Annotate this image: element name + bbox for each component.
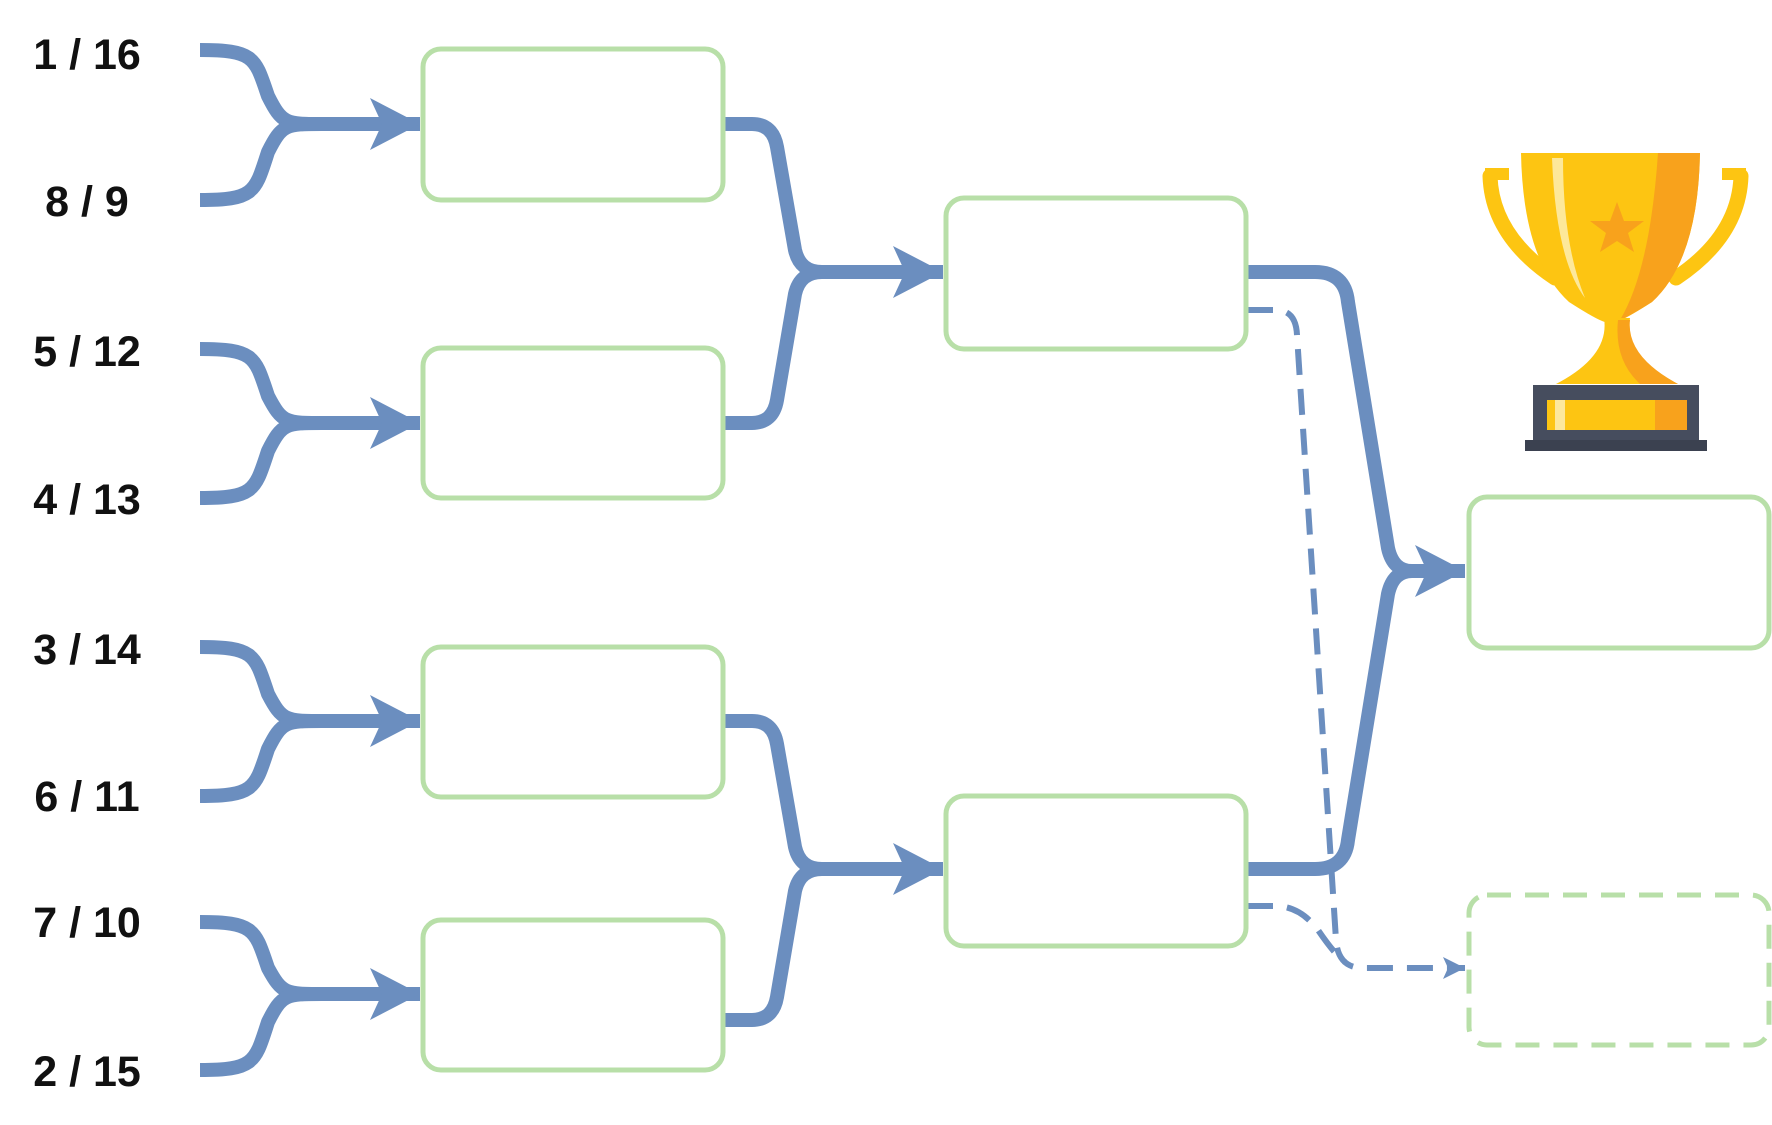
connector-seed-4-13 — [199, 416, 323, 505]
seed-label-7-10: 7 / 10 — [33, 899, 141, 947]
trophy-base-foot — [1525, 440, 1707, 451]
connector-seed-3-14 — [199, 640, 420, 747]
trophy-left-handle — [1482, 168, 1563, 286]
match-box-round1-2[interactable] — [420, 345, 726, 501]
third-place-connectors — [1247, 307, 1465, 979]
seed-labels: 1 / 16 8 / 9 5 / 12 4 / 13 3 / 14 6 / 11… — [33, 31, 141, 1096]
connector-semifinal-1 — [1247, 265, 1465, 597]
trophy-plaque-highlight — [1555, 400, 1565, 430]
match-box-round1-1[interactable] — [420, 46, 726, 203]
connector-seed-5-12 — [199, 342, 420, 449]
connector-seed-1-16 — [199, 43, 420, 150]
match-box-semifinal-1[interactable] — [943, 195, 1249, 352]
connector-seed-2-15 — [199, 987, 323, 1077]
connector-seed-6-11 — [199, 714, 323, 803]
trophy-right-handle-cap — [1722, 168, 1746, 180]
connector-r1-match1 — [722, 117, 943, 298]
round2-connectors — [722, 117, 943, 1027]
match-box-round1-3[interactable] — [420, 644, 726, 800]
trophy-cup-shade — [1620, 153, 1700, 320]
seed-label-8-9: 8 / 9 — [45, 178, 129, 226]
seed-label-4-13: 4 / 13 — [33, 476, 141, 524]
connector-seed-8-9 — [199, 117, 323, 207]
final-connectors — [1247, 265, 1465, 876]
match-box-champion[interactable] — [1466, 494, 1772, 651]
connector-r1-match3 — [722, 714, 943, 895]
match-box-semifinal-2[interactable] — [943, 793, 1249, 949]
trophy-right-handle — [1668, 168, 1749, 286]
round1-connectors — [199, 43, 420, 1077]
seed-label-1-16: 1 / 16 — [33, 31, 141, 79]
seed-label-5-12: 5 / 12 — [33, 328, 141, 376]
connector-semifinal-2-loser — [1247, 903, 1347, 965]
trophy-star — [1590, 202, 1644, 252]
connector-r1-match2 — [722, 265, 823, 430]
seed-label-6-11: 6 / 11 — [34, 773, 139, 821]
trophy-left-handle-cap — [1485, 168, 1509, 180]
trophy-cup-highlight — [1552, 158, 1585, 298]
trophy-icon — [1482, 153, 1749, 451]
connector-semifinal-2 — [1247, 564, 1413, 876]
seed-label-2-15: 2 / 15 — [33, 1048, 141, 1096]
seed-label-3-14: 3 / 14 — [33, 626, 141, 674]
connector-semifinal-1-loser — [1247, 307, 1465, 979]
trophy-stem-shade — [1617, 320, 1678, 384]
connector-r1-match4 — [722, 862, 823, 1027]
match-box-third-place[interactable] — [1466, 892, 1772, 1048]
match-box-round1-4[interactable] — [420, 917, 726, 1073]
trophy-plaque-shade — [1655, 400, 1687, 430]
connector-seed-7-10 — [199, 915, 420, 1020]
match-boxes — [420, 46, 1772, 1073]
